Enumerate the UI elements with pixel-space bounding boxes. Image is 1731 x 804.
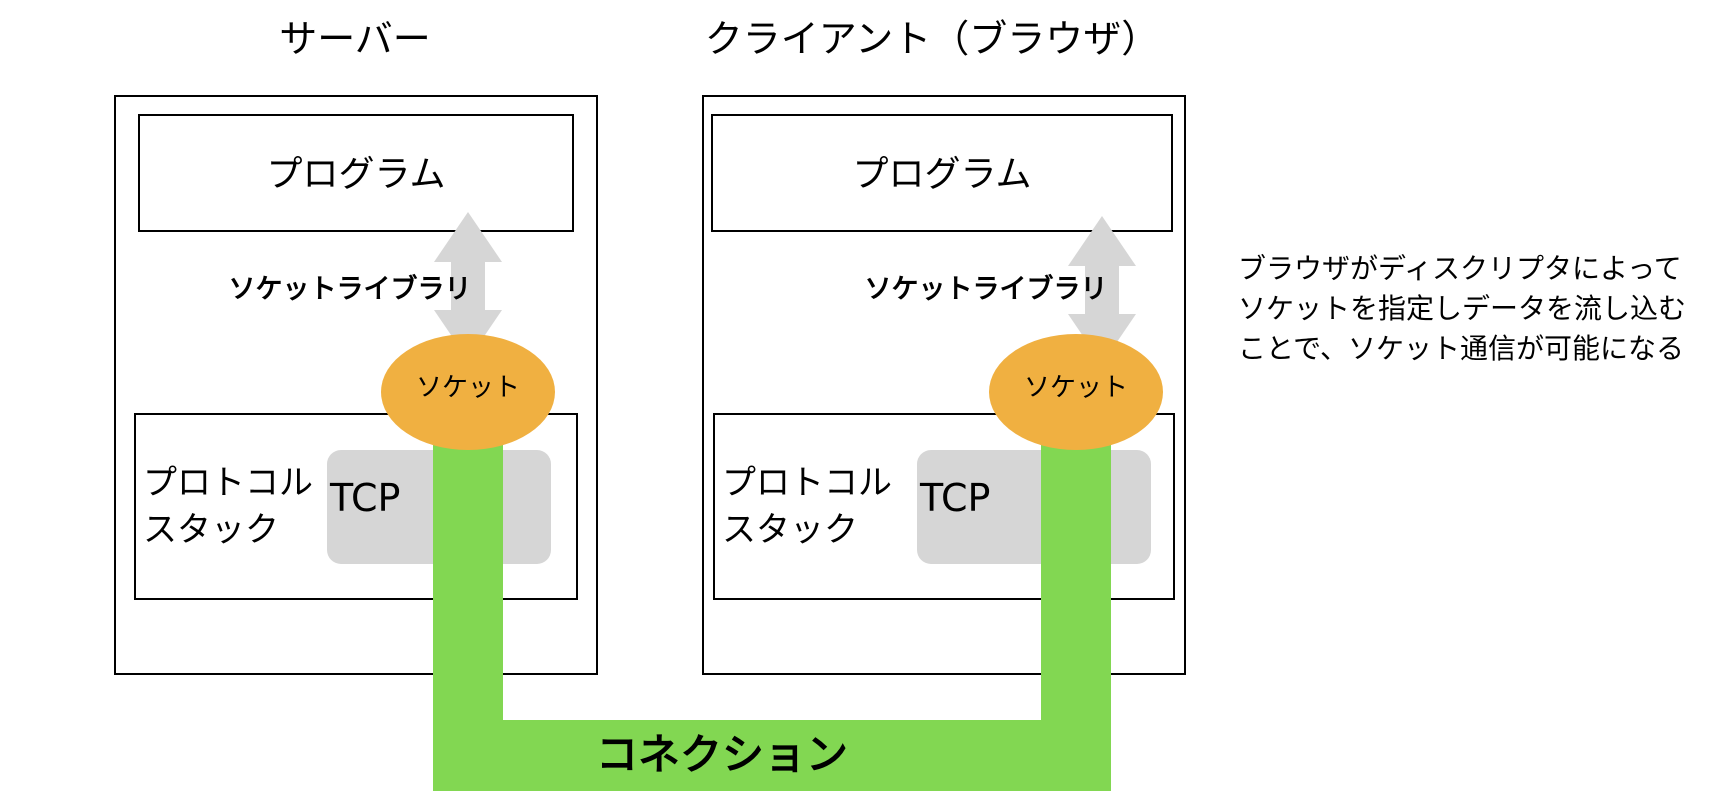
client-socket [989,334,1163,450]
client-title: クライアント（ブラウザ） [705,17,1159,61]
server-program-box [138,114,574,232]
client-tcp-label: TCP [919,476,990,520]
client-protocol-stack-box [713,413,1175,600]
server-protocol-stack-line-1: プロトコル [143,463,313,503]
server-protocol-stack-label: プロトコル スタック [143,463,324,550]
server-protocol-stack-box [134,413,578,600]
server-title: サーバー [279,17,431,61]
note-line-3: ことで、ソケット通信が可能になる [1238,332,1684,365]
server-protocol-stack-line-2: スタック [143,510,279,550]
note-line-2: ソケットを指定しデータを流し込む [1238,292,1686,325]
note-line-1: ブラウザがディスクリプタによって [1238,252,1682,285]
explanation-note: ブラウザがディスクリプタによって ソケットを指定しデータを流し込む ことで、ソケ… [1238,252,1695,365]
client-protocol-stack-label: プロトコル スタック [722,463,903,550]
client-protocol-stack-line-2: スタック [722,510,858,550]
server-program-label: プログラム [267,154,446,195]
connection-pipe [433,438,1111,791]
server-library-arrow [434,212,502,360]
client-program-box [711,114,1173,232]
client-protocol-stack-line-1: プロトコル [722,463,892,503]
client-library-label: ソケットライブラリ [865,273,1108,305]
server-socket-label: ソケット [416,373,520,403]
server-library-label: ソケットライブラリ [229,273,472,305]
server-socket [381,334,555,450]
client-program-label: プログラム [853,154,1032,195]
client-socket-label: ソケット [1024,373,1128,403]
server-box [114,95,598,675]
client-library-arrow [1068,216,1136,364]
connection-label: コネクション [596,730,848,779]
client-box [702,95,1186,675]
server-tcp-label: TCP [329,476,400,520]
